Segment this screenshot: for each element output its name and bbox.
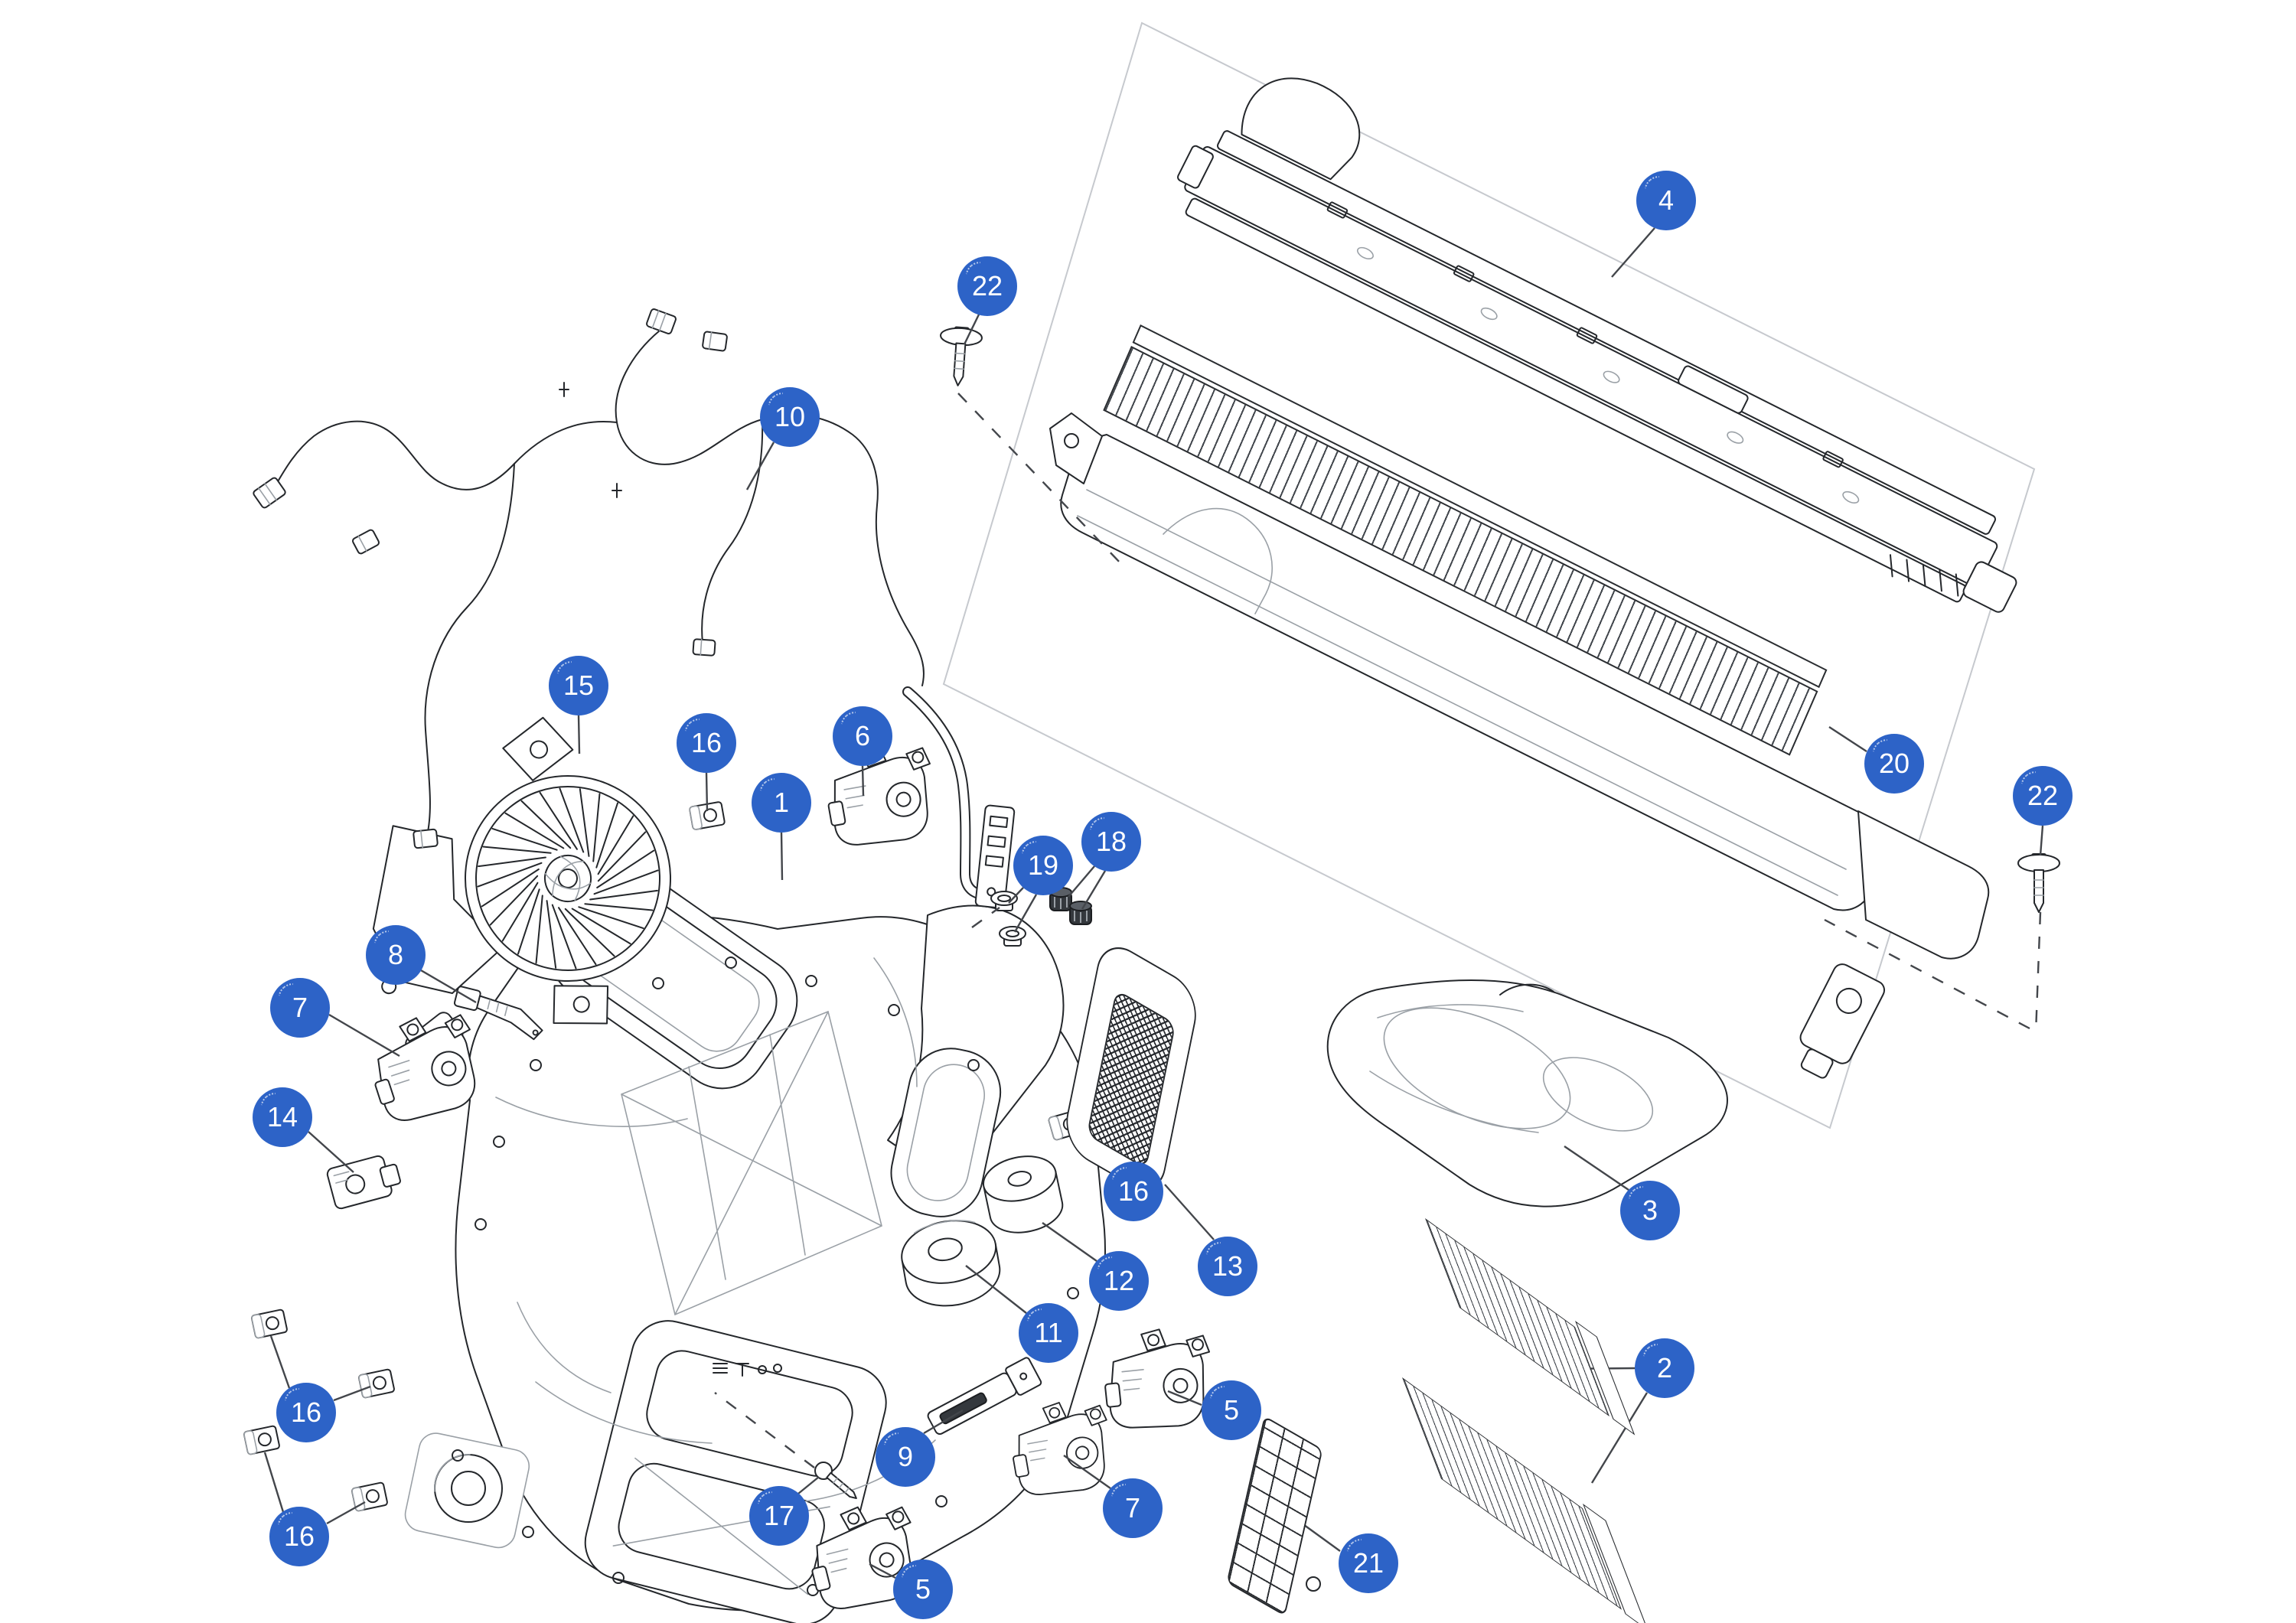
callout-16[interactable]: 16 (677, 713, 736, 773)
callout-leader-line (420, 969, 477, 1004)
callout-leader-line (328, 1013, 400, 1058)
callout-leader-line (269, 1335, 291, 1389)
blower-motor-drawing (372, 716, 671, 1067)
callout-leader-line (1063, 1455, 1111, 1489)
cowl-panel-drawing (1177, 77, 2017, 613)
callout-15[interactable]: 15 (549, 656, 608, 715)
callout-1[interactable]: 1 (752, 773, 811, 833)
blower-fins (477, 787, 659, 970)
callout-7-2[interactable]: 7 (1103, 1478, 1163, 1538)
callout-leader-line (1590, 1392, 1649, 1484)
hvac-housing-drawing (404, 865, 1106, 1623)
callout-leader-line (308, 1131, 354, 1173)
callout-leader-line (1828, 725, 1867, 753)
callout-16-2[interactable]: 16 (1104, 1162, 1163, 1221)
drain-tube-drawing (902, 686, 1016, 909)
callout-18[interactable]: 18 (1081, 812, 1141, 872)
callout-leader-line (1300, 1522, 1341, 1552)
callout-10[interactable]: 10 (760, 387, 820, 447)
callout-7[interactable]: 7 (270, 978, 330, 1038)
callout-leader-line (2039, 825, 2044, 856)
callout-leader-line (745, 442, 775, 490)
callout-19[interactable]: 19 (1013, 836, 1073, 895)
callout-leader-line (869, 1563, 896, 1579)
callout-leader-line (1164, 1184, 1215, 1240)
callout-16-3[interactable]: 16 (276, 1383, 336, 1442)
callout-leader-line (1042, 1222, 1097, 1262)
callout-leader-line (965, 1265, 1027, 1314)
callout-6[interactable]: 6 (833, 706, 892, 766)
callout-22-2[interactable]: 22 (2013, 766, 2073, 826)
callout-16-4[interactable]: 16 (269, 1507, 329, 1566)
callout-leader-line (797, 1476, 820, 1494)
callout-leader-line (326, 1501, 366, 1525)
boundary-frame (942, 21, 2036, 1129)
callout-leader-line (1611, 227, 1655, 278)
callout-leader-line (1013, 894, 1038, 933)
callout-20[interactable]: 20 (1864, 734, 1924, 794)
foam-11-drawing (901, 1220, 1001, 1307)
callout-8[interactable]: 8 (366, 925, 426, 985)
callout-2[interactable]: 2 (1635, 1338, 1694, 1398)
callout-17[interactable]: 17 (749, 1486, 809, 1546)
callout-leader-line (1564, 1146, 1629, 1191)
callout-13[interactable]: 13 (1198, 1237, 1257, 1296)
sensor-14-drawing (326, 1155, 401, 1210)
assembly-axis-dashed-line (714, 1392, 815, 1468)
callout-leader-line (333, 1385, 371, 1402)
callout-11[interactable]: 11 (1019, 1303, 1078, 1363)
callout-leader-line (963, 314, 980, 345)
callout-9[interactable]: 9 (876, 1427, 935, 1487)
callout-21[interactable]: 21 (1339, 1533, 1398, 1593)
lower-housing-drawing (1326, 979, 1728, 1207)
callout-leader-line (705, 772, 709, 812)
callout-5[interactable]: 5 (1202, 1380, 1261, 1440)
callout-14[interactable]: 14 (253, 1087, 312, 1147)
callout-leader-line (1167, 1390, 1202, 1406)
callout-leader-line (1068, 865, 1095, 898)
callout-4[interactable]: 4 (1636, 171, 1696, 230)
screw-17-drawing (814, 1462, 857, 1499)
probe-8-drawing (453, 986, 543, 1041)
assembly-axis-dashed-line (957, 393, 1123, 565)
callout-leader-line (1008, 887, 1024, 904)
callout-12[interactable]: 12 (1089, 1251, 1149, 1311)
assembly-axis-dashed-line (2034, 911, 2042, 1034)
grid-21-foot (1306, 1576, 1321, 1592)
callout-5-2[interactable]: 5 (893, 1559, 953, 1619)
foam-12-drawing (982, 1155, 1064, 1234)
inlet-duct-drawing (1049, 412, 1990, 1079)
assembly-axis-dashed-line (971, 907, 1000, 928)
callout-3[interactable]: 3 (1620, 1181, 1680, 1240)
callout-leader-line (923, 1409, 964, 1435)
callout-leader-line (780, 832, 784, 881)
callout-22[interactable]: 22 (957, 256, 1017, 316)
callout-leader-line (263, 1452, 285, 1513)
callout-leader-line (1081, 870, 1107, 910)
